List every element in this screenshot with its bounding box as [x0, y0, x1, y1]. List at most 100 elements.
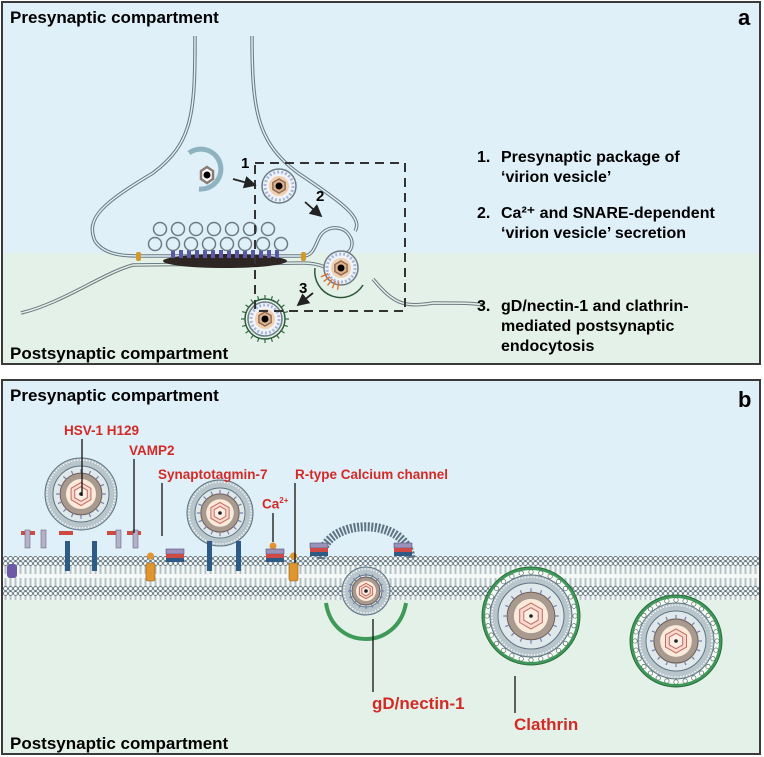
clathrin-triskelion	[572, 613, 578, 619]
clathrin-triskelion	[488, 632, 494, 638]
label-hsv1-h129: HSV-1 H129	[64, 423, 140, 438]
clathrin-triskelion	[647, 606, 653, 612]
presynaptic-label: Presynaptic compartment	[10, 8, 219, 27]
glycoprotein-spike	[510, 632, 515, 637]
panel-a-illustration	[3, 3, 759, 363]
syntaxin	[65, 541, 70, 571]
clathrin-triskelion	[664, 678, 670, 684]
glycoprotein-ring	[249, 303, 281, 335]
syntaxin	[236, 541, 241, 571]
label-vamp2: VAMP2	[129, 443, 175, 458]
synaptic-vesicle	[147, 236, 163, 252]
clathrin-triskelion	[636, 620, 642, 626]
synaptotagmin-7	[393, 542, 413, 549]
glycoprotein-spike	[100, 483, 105, 487]
glycoprotein-spike	[352, 577, 357, 582]
glycoprotein-spike	[226, 491, 230, 496]
panel-b: Presynaptic compartment Postsynaptic com…	[1, 379, 761, 755]
glycoprotein-spike	[539, 637, 543, 642]
clathrin-triskelion	[562, 640, 568, 646]
synaptic-vesicle	[152, 221, 168, 237]
panel-a: Presynaptic compartment Postsynaptic com…	[1, 1, 761, 365]
clathrin-spike	[276, 299, 280, 304]
snare-protein	[132, 529, 139, 549]
clathrin-triskelion	[705, 612, 711, 618]
clathrin-triskelion	[633, 647, 639, 653]
clathrin-triskelion	[691, 601, 697, 607]
calcium-channel-marker	[136, 252, 141, 261]
nectin-receptor	[331, 280, 337, 289]
annotation-leader-lines	[81, 439, 516, 713]
glycoprotein-spike	[95, 475, 100, 480]
glycoprotein-spike	[683, 661, 687, 666]
glycoprotein-spike	[358, 574, 362, 579]
active-zone-protein	[267, 250, 271, 258]
label-clathrin: Clathrin	[514, 715, 579, 734]
clathrin-triskelion	[568, 632, 574, 638]
clathrin-spike	[245, 330, 250, 334]
active-zone-protein	[171, 250, 175, 258]
clathrin-triskelion	[562, 586, 568, 592]
synaptic-vesicle	[260, 221, 276, 237]
glycoprotein-spike	[552, 624, 557, 628]
clathrin-triskelion	[518, 570, 524, 576]
clathrin-triskelion	[705, 664, 711, 670]
glycoprotein-spike	[370, 574, 374, 579]
lipid-heads	[491, 576, 571, 656]
glycoprotein-spike	[519, 637, 523, 642]
active-zone-proteins	[171, 250, 279, 258]
step-3-text: 3. gD/nectin-1 and clathrin- mediated po…	[477, 298, 689, 355]
r-type-calcium-channel	[145, 562, 156, 582]
lipid-heads	[188, 481, 252, 545]
postsynaptic-region	[3, 253, 759, 363]
snap25	[310, 552, 328, 556]
clathrin-triskelion	[699, 670, 705, 676]
nectin-receptor	[336, 281, 340, 290]
postsynaptic-label: Postsynaptic compartment	[10, 344, 229, 363]
clathrin-triskelion	[494, 640, 500, 646]
label-calcium-ion: Ca2+	[262, 496, 289, 512]
step-number-1: 1	[241, 155, 250, 172]
glycoprotein-spike	[691, 622, 695, 626]
clathrin-triskelion	[494, 586, 500, 592]
glycoprotein-spike	[352, 600, 357, 605]
synaptic-vesicle	[165, 236, 181, 252]
synaptic-vesicle	[242, 221, 258, 237]
clathrin-spike	[270, 295, 273, 301]
lipid-heads	[639, 604, 713, 678]
viral-genome	[337, 264, 345, 272]
viral-genome	[218, 511, 222, 515]
glycoprotein-spike	[233, 496, 237, 500]
clathrin-spike	[280, 304, 285, 308]
glycoprotein-spike	[519, 590, 523, 595]
clathrin-triskelion	[710, 620, 716, 626]
clathrin-triskelion	[647, 670, 653, 676]
ion-channel	[7, 564, 17, 578]
active-zone-protein	[243, 250, 247, 258]
glycoprotein-spike	[375, 577, 380, 582]
clathrin-triskelion	[655, 675, 661, 681]
glycoprotein-spike	[696, 648, 701, 652]
synaptic-vesicle	[255, 236, 271, 252]
syntaxin	[207, 541, 212, 571]
clathrin-spike	[250, 299, 254, 304]
presynaptic-membrane	[3, 556, 759, 578]
clathrin-triskelion	[714, 638, 720, 644]
viral-genome	[261, 315, 269, 323]
glycoprotein-spike	[70, 513, 74, 518]
glycoprotein-spike	[57, 483, 62, 487]
clathrin-triskelion	[485, 603, 491, 609]
glycoprotein-spike	[237, 503, 242, 507]
glycoprotein-spike	[349, 595, 354, 599]
clathrin-triskelion	[713, 647, 719, 653]
synaptic-vesicle	[170, 221, 186, 237]
clathrin-triskelion	[518, 656, 524, 662]
active-zone-protein	[219, 250, 223, 258]
active-zone-protein	[179, 250, 183, 258]
clathrin-triskelion	[488, 594, 494, 600]
glycoprotein-spike	[657, 622, 661, 626]
clathrin-triskelion	[571, 603, 577, 609]
vamp2	[59, 531, 73, 535]
label-r-type-calcium-channel: R-type Calcium channel	[295, 467, 449, 482]
synaptic-vesicle	[206, 221, 222, 237]
